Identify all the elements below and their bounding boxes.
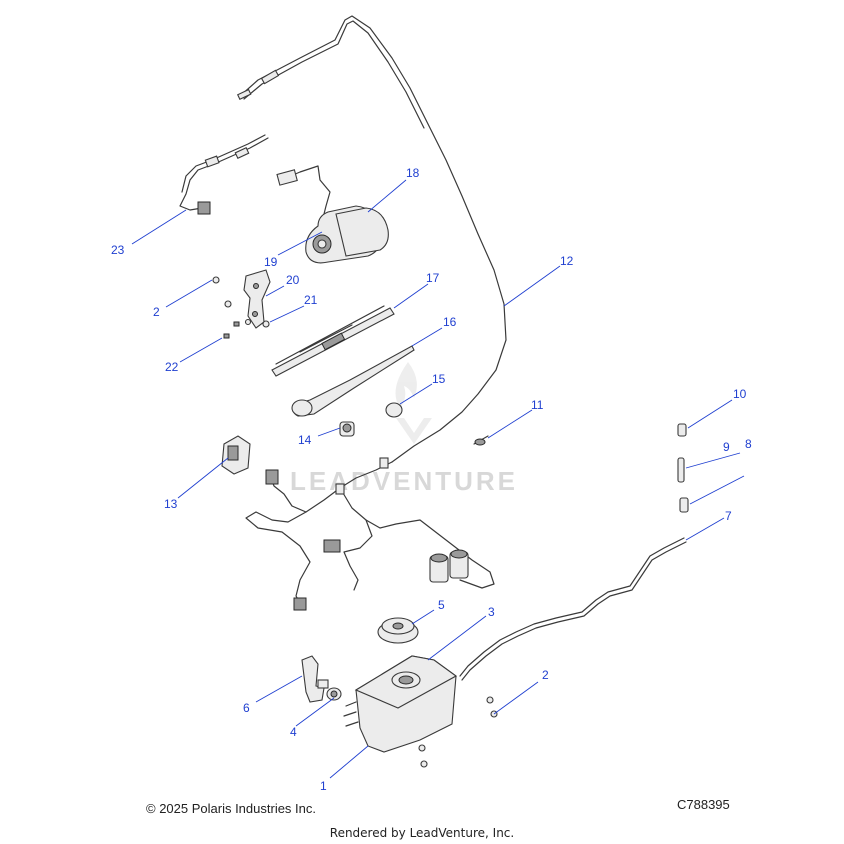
leader-lines bbox=[131, 179, 745, 779]
callout-10: 10 bbox=[733, 387, 747, 401]
diagram-code: C788395 bbox=[677, 797, 730, 812]
relay-1-top bbox=[430, 553, 448, 563]
reservoir-side-ribs bbox=[343, 701, 359, 727]
washer-21 bbox=[244, 318, 252, 326]
harness-connector-top bbox=[265, 469, 279, 485]
callout-2-upper: 2 bbox=[153, 305, 160, 319]
wiper-motor-housing bbox=[335, 207, 389, 257]
washer-pump-small-top bbox=[342, 423, 352, 433]
screw-lower-3 bbox=[418, 744, 426, 752]
callout-18: 18 bbox=[406, 166, 420, 180]
callout-3: 3 bbox=[488, 605, 495, 619]
motor-bracket bbox=[243, 269, 271, 329]
harness-clip bbox=[234, 147, 250, 159]
main-harness bbox=[245, 461, 393, 607]
callout-22: 22 bbox=[165, 360, 179, 374]
callout-5: 5 bbox=[438, 598, 445, 612]
main-harness-branch bbox=[339, 487, 495, 589]
callout-21: 21 bbox=[304, 293, 318, 307]
tube-end-clip bbox=[236, 88, 252, 100]
rendered-by-credit: Rendered by LeadVenture, Inc. bbox=[329, 826, 515, 840]
callout-13: 13 bbox=[164, 497, 178, 511]
callout-12: 12 bbox=[560, 254, 574, 268]
harness-clip-b bbox=[335, 483, 345, 495]
arm-cap bbox=[385, 402, 403, 418]
jumper-harness-inner bbox=[181, 134, 266, 193]
washer-tube-lower bbox=[459, 537, 685, 677]
callout-16: 16 bbox=[443, 315, 457, 329]
harness-clip-2 bbox=[204, 155, 220, 168]
callout-7: 7 bbox=[725, 509, 732, 523]
copyright-notice: © 2025 Polaris Industries Inc. bbox=[146, 801, 316, 816]
callout-20: 20 bbox=[286, 273, 300, 287]
callout-labels: 1 2 3 4 5 6 7 8 9 10 11 12 13 14 15 16 1… bbox=[111, 166, 752, 793]
reservoir-cap-hole bbox=[392, 622, 404, 630]
bracket-hole bbox=[253, 283, 259, 289]
screw-lower-1 bbox=[486, 696, 494, 704]
jumper-harness bbox=[179, 137, 269, 211]
callout-9: 9 bbox=[723, 440, 730, 454]
callout-1: 1 bbox=[320, 779, 327, 793]
washer-tube-upper bbox=[239, 15, 507, 463]
washer-tube-lower-inner bbox=[461, 541, 687, 681]
callout-8: 8 bbox=[745, 437, 752, 451]
screw-upper bbox=[212, 276, 220, 284]
wiper-arm-pivot bbox=[291, 399, 313, 417]
wiper-motor-shaft bbox=[317, 239, 327, 249]
reservoir-neck-hole bbox=[398, 675, 414, 685]
harness-connector-mid bbox=[323, 539, 341, 553]
pump-grommet-hole bbox=[330, 690, 338, 698]
rocker-switch-face bbox=[227, 445, 239, 461]
callout-23: 23 bbox=[111, 243, 125, 257]
screw-lower-4 bbox=[420, 760, 428, 768]
relay-2-top bbox=[450, 549, 468, 559]
fitting-10 bbox=[677, 423, 687, 437]
callout-6: 6 bbox=[243, 701, 250, 715]
callout-2-lower: 2 bbox=[542, 668, 549, 682]
callout-14: 14 bbox=[298, 433, 312, 447]
motor-wire-plug bbox=[276, 169, 298, 186]
nut-22b bbox=[223, 333, 230, 339]
main-harness-branch-2 bbox=[343, 519, 373, 591]
tube-connector bbox=[260, 69, 280, 85]
callout-17: 17 bbox=[426, 271, 440, 285]
motor-wire bbox=[285, 165, 331, 223]
callout-19: 19 bbox=[264, 255, 278, 269]
callout-4: 4 bbox=[290, 725, 297, 739]
tube-fitting-head bbox=[474, 438, 486, 446]
nut-22 bbox=[233, 321, 240, 327]
screw-mid bbox=[224, 300, 232, 308]
harness-clip-a bbox=[379, 457, 389, 469]
wiper-blade-frame bbox=[275, 305, 385, 365]
watermark-logo bbox=[395, 362, 432, 444]
wiper-blade-clip bbox=[321, 332, 346, 351]
nut-21 bbox=[262, 320, 270, 328]
watermark-text: LEADVENTURE bbox=[290, 466, 518, 496]
fitting-8 bbox=[679, 497, 689, 513]
harness-connector-bottom bbox=[293, 597, 307, 611]
fitting-9 bbox=[677, 457, 685, 483]
washer-tube-upper-inner bbox=[243, 20, 425, 129]
harness-plug bbox=[197, 201, 211, 215]
washer-pump bbox=[301, 655, 325, 703]
washer-pump-nozzle bbox=[317, 679, 329, 689]
bracket-hole-2 bbox=[252, 311, 258, 317]
callout-11: 11 bbox=[531, 398, 544, 412]
callout-15: 15 bbox=[432, 372, 446, 386]
